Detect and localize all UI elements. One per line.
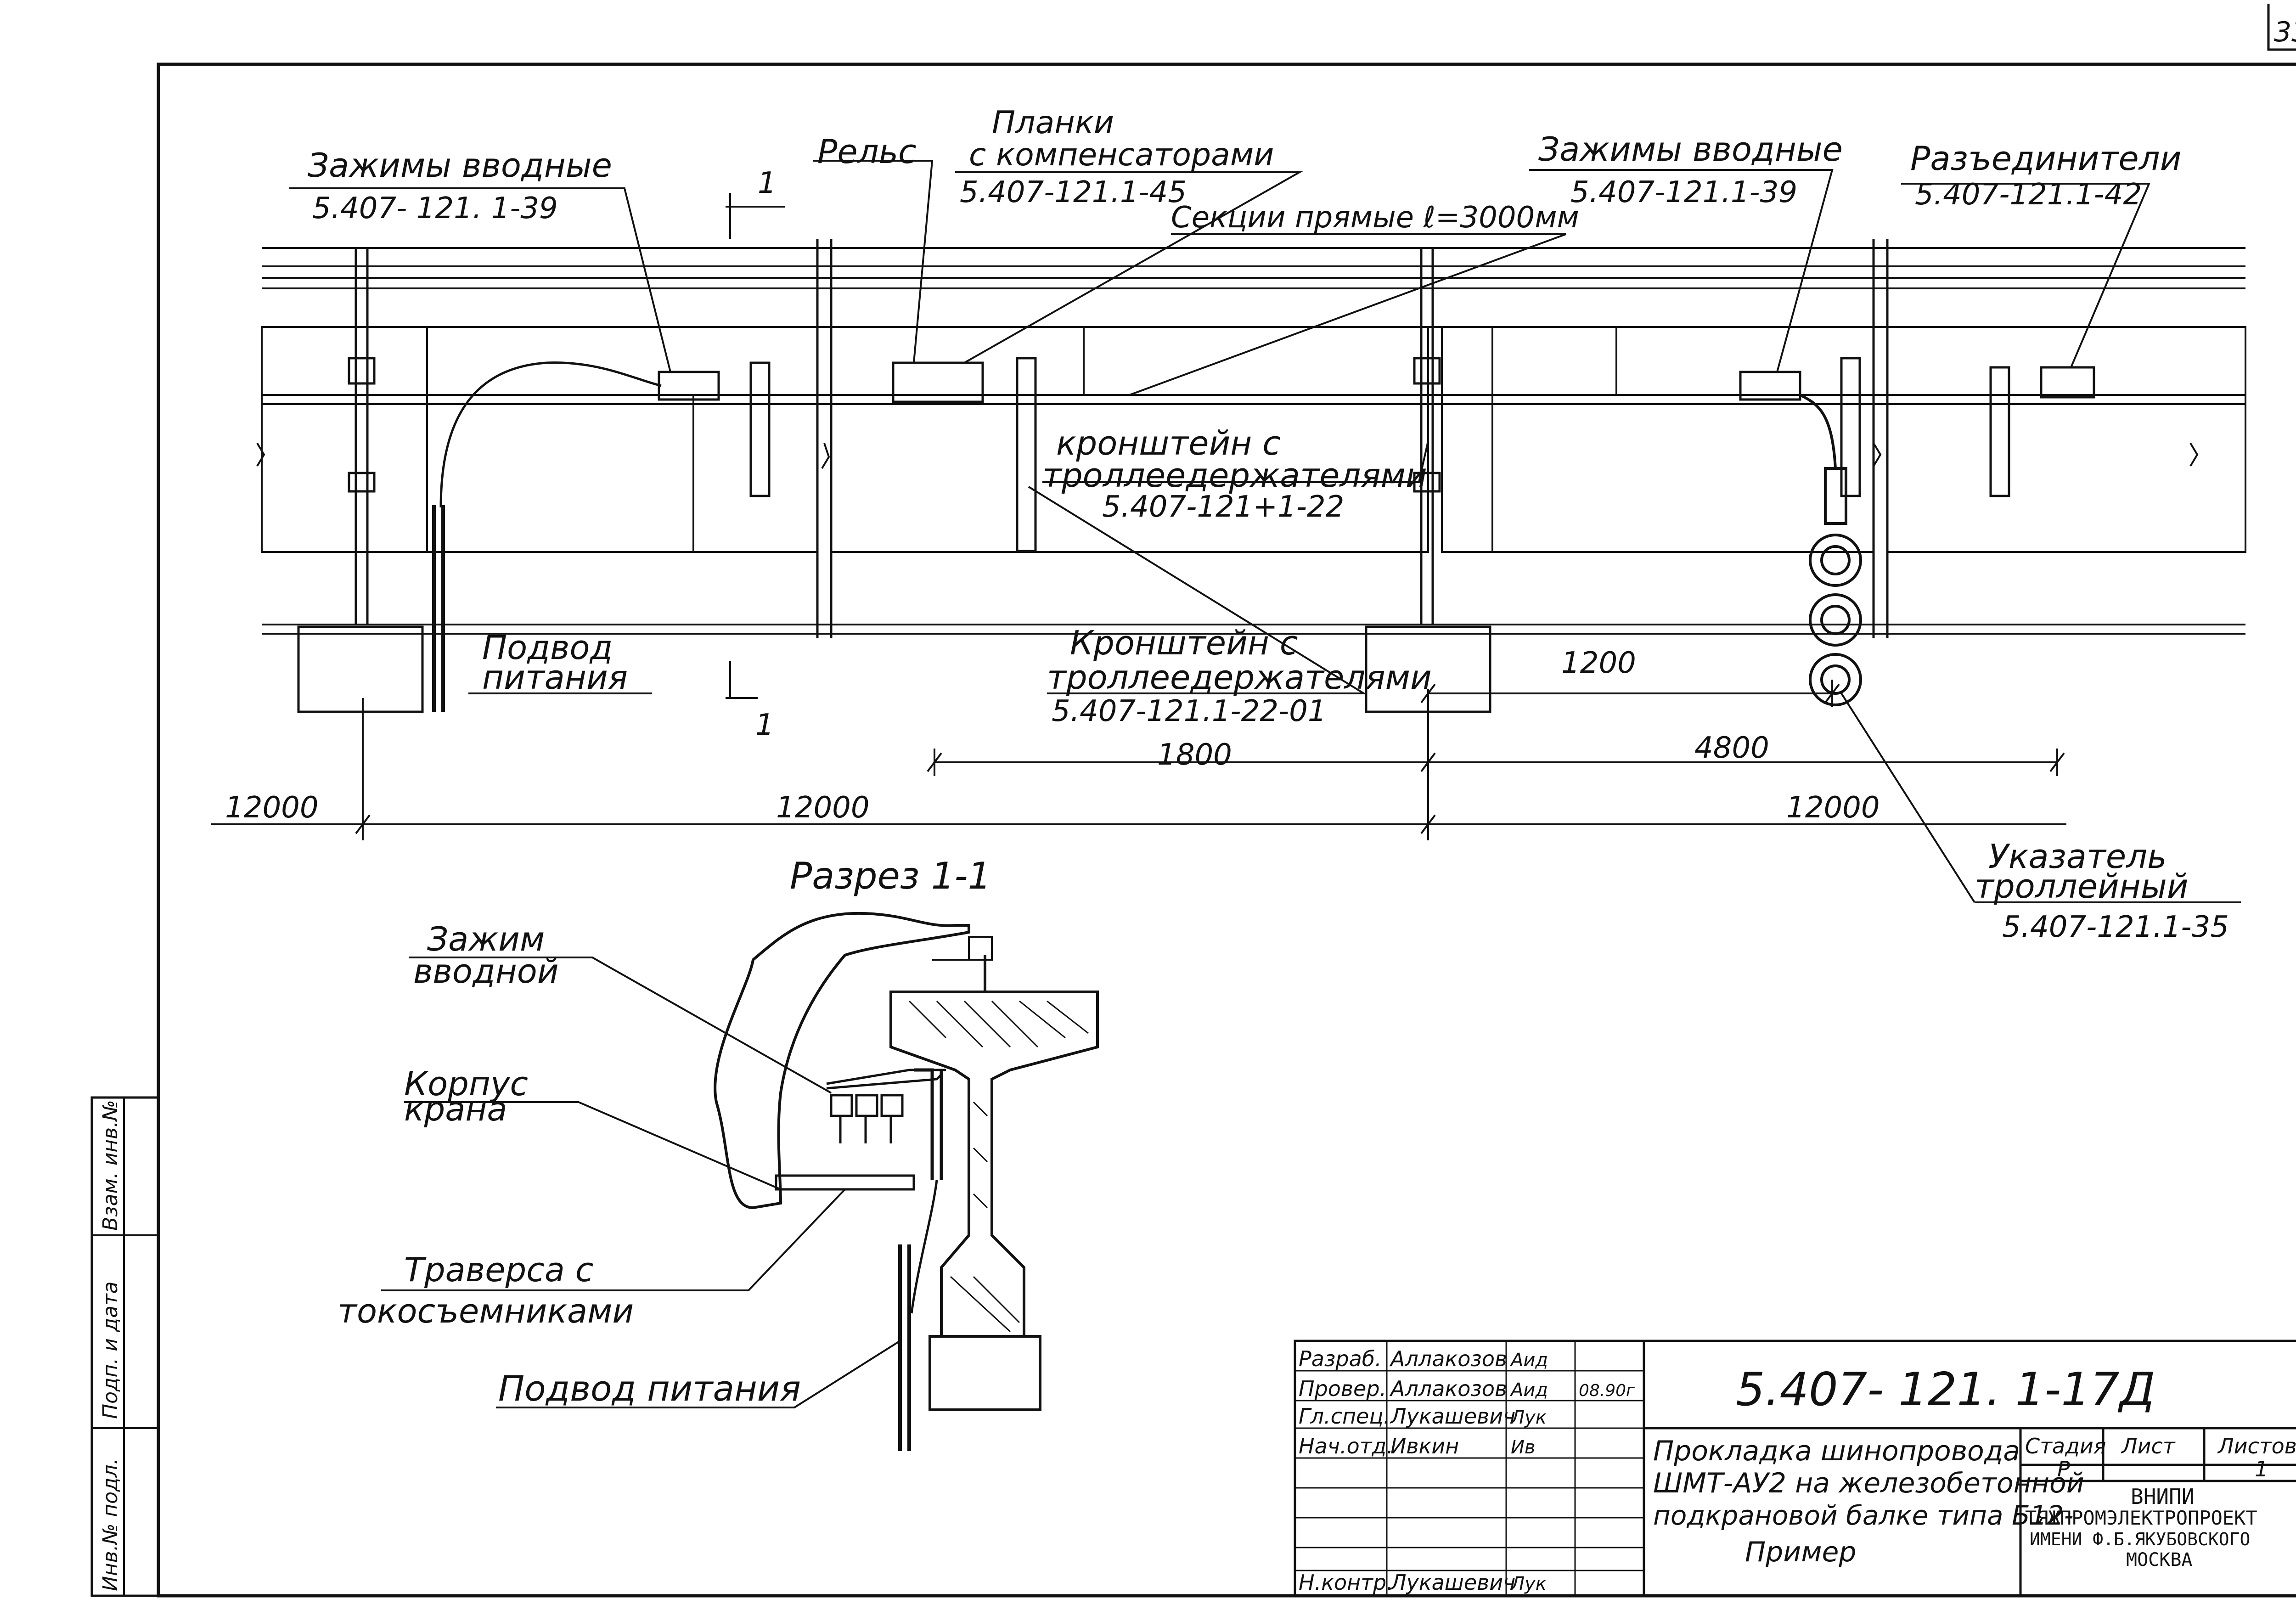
clamps-left-label: Зажимы вводные [308,146,612,185]
tb-role: Н.контр. [1299,1570,1393,1595]
tb-role: Провер. [1299,1376,1386,1401]
indicator-code: 5.407-121.1-35 [2002,910,2229,944]
indicator-line1: Указатель [1988,837,2167,876]
tb-sign: Лук [1510,1573,1547,1594]
crane-label-2: крана [404,1090,507,1128]
section-mark-bottom: 1 [755,708,774,742]
doc-code: 5.407- 121. 1-17Д [1736,1362,2155,1416]
tb-name: Лукашевич [1390,1570,1515,1595]
section-mark-top: 1 [758,166,777,200]
tb-role: Гл.спец. [1299,1404,1390,1429]
tb-role: Разраб. [1299,1346,1382,1371]
disconnector-box [2040,366,2095,399]
section-title: Разрез 1-1 [790,855,991,897]
tb-name: Ивкин [1390,1434,1459,1458]
org-line-2: ТЯЖПРОМЭЛЕКТРОПРОЕКТ [2025,1507,2257,1529]
tb-sign: Ив [1511,1437,1536,1458]
disconnectors-label: Разъединители [1910,139,2181,178]
crane-label-1: Корпус [404,1064,528,1103]
org-line-3: ИМЕНИ Ф.Б.ЯКУБОВСКОГО [2030,1529,2250,1549]
title-line-4: Пример [1745,1536,1856,1568]
power-supply-2: питания [482,658,628,697]
tb-sign: Аид [1509,1350,1548,1371]
tb-sign: Аид [1509,1379,1548,1401]
bracket-1-line2: троллеедержателями [1042,456,1427,495]
side-stamp: Инв.№ подл. Подп. и дата Взам. инв.№ [90,1096,160,1597]
rail-label: Рельс [817,132,917,171]
bracket-2-line2: троллеедержателями [1047,658,1432,697]
crane-body-outline [714,912,970,1210]
bracket-2-line1: Кронштейн с [1070,624,1298,662]
tb-date: 08.90г [1579,1381,1635,1400]
bracket-2-code: 5.407-121.1-22-01 [1052,694,1327,728]
clamps-right-label: Зажимы вводные [1538,130,1843,169]
power-label: Подвод питания [498,1368,801,1409]
tb-row-1: Провер. Аллакозов Аид 08.90г [1299,1376,1635,1401]
sheets-label: Листов [2217,1434,2296,1458]
tb-name: Аллакозов [1389,1376,1507,1401]
straight-sections-label: Секции прямые ℓ=3000мм [1171,201,1579,235]
dim-1800: 1800 [1157,738,1232,772]
tb-role: Нач.отд. [1299,1434,1393,1458]
sheet-frame: 33 [157,4,2296,1598]
clamp-label-1: Зажим [427,920,545,958]
sheet-number: 33 [2274,16,2296,48]
disconnectors-code: 5.407-121.1-42 [1915,178,2142,212]
stage-value: Р [2057,1457,2070,1481]
trolley-indicator [1799,394,1862,706]
plan-components [348,357,2095,712]
side-inv-replace: Взам. инв.№ [99,1100,122,1231]
plates-label-1: Планки [992,105,1114,141]
title-line-2: ШМТ-АУ2 на железобетонной [1653,1467,2084,1499]
plates-box [892,361,984,403]
sheets-value: 1 [2255,1457,2268,1481]
tb-row-2: Гл.спец. Лукашевич Лук [1299,1404,1547,1429]
plates-code: 5.407-121.1-45 [960,175,1187,209]
bracket-1-line1: кронштейн с [1056,424,1281,462]
power-supply-1: Подвод [482,628,613,667]
title-line-1: Прокладка шинопровода [1653,1435,2020,1467]
tb-row-0: Разраб. Аллакозов Аид [1299,1346,1548,1371]
tb-name: Аллакозов [1389,1346,1507,1371]
stage-label: Стадия [2025,1434,2106,1458]
title-line-3: подкрановой балке типа Б12- [1653,1500,2074,1531]
plates-label-2: с компенсаторами [969,137,1274,173]
dim-span-right: 12000 [1786,791,1880,825]
sheet-label: Лист [2121,1434,2176,1458]
title-block: 5.407- 121. 1-17Д Разраб. Аллакозов Аид … [1294,1340,2296,1597]
plan-view: Зажимы вводные 5.407- 121. 1-39 Рельс Пл… [211,105,2246,944]
side-inv-orig: Инв.№ подл. [99,1458,122,1591]
traverse-label-2: токосъемниками [338,1292,634,1330]
traverse-label-1: Траверса с [404,1250,593,1289]
org-line-1: ВНИПИ [2131,1484,2194,1509]
leader-lines [289,160,2241,903]
clamp-right-box [1739,371,1801,401]
dimension-lines [211,680,2066,840]
dim-1200: 1200 [1561,646,1636,680]
bracket-1-code: 5.407-121+1-22 [1102,490,1344,524]
collectors [775,1068,946,1451]
org-line-4: МОСКВА [2126,1549,2193,1571]
dim-span-left: 12000 [225,791,319,825]
indicator-line2: троллейный [1975,867,2189,906]
clamps-right-code: 5.407-121.1-39 [1570,175,1797,209]
break-marks [256,442,2199,469]
clamp-label-2: вводной [413,952,559,991]
tb-row-6: Н.контр. Лукашевич Лук [1299,1570,1547,1595]
tb-sign: Лук [1510,1407,1547,1428]
section-leaders [381,957,901,1408]
plan-texts: Зажимы вводные 5.407- 121. 1-39 Рельс Пл… [225,105,2229,944]
dim-4800: 4800 [1694,731,1769,765]
dim-span-mid: 12000 [776,791,870,825]
section-view: Разрез 1-1 Зажи [338,855,1099,1451]
tb-name: Лукашевич [1390,1404,1515,1429]
tb-row-3: Нач.отд. Ивкин Ив [1299,1434,1536,1458]
columns [355,239,1889,638]
clamps-left-code: 5.407- 121. 1-39 [312,191,558,225]
side-sign-date: Подп. и дата [99,1281,122,1419]
crane-beam-section [889,936,1099,1411]
